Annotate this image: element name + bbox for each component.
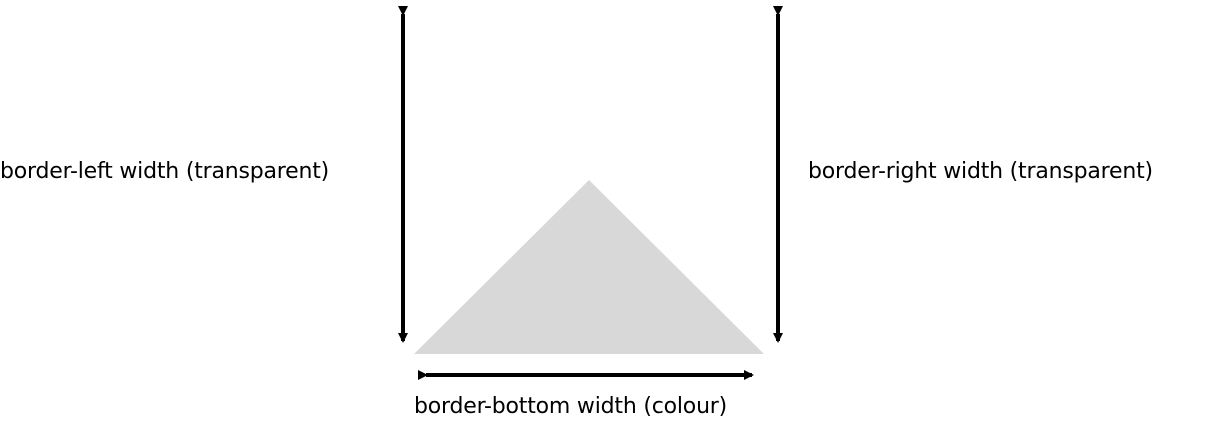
border-left-label: border-left width (transparent) — [0, 159, 330, 184]
border-bottom-label: border-bottom width (colour) — [414, 394, 728, 419]
triangle-shape — [414, 180, 764, 354]
border-right-label: border-right width (transparent) — [808, 159, 1153, 184]
